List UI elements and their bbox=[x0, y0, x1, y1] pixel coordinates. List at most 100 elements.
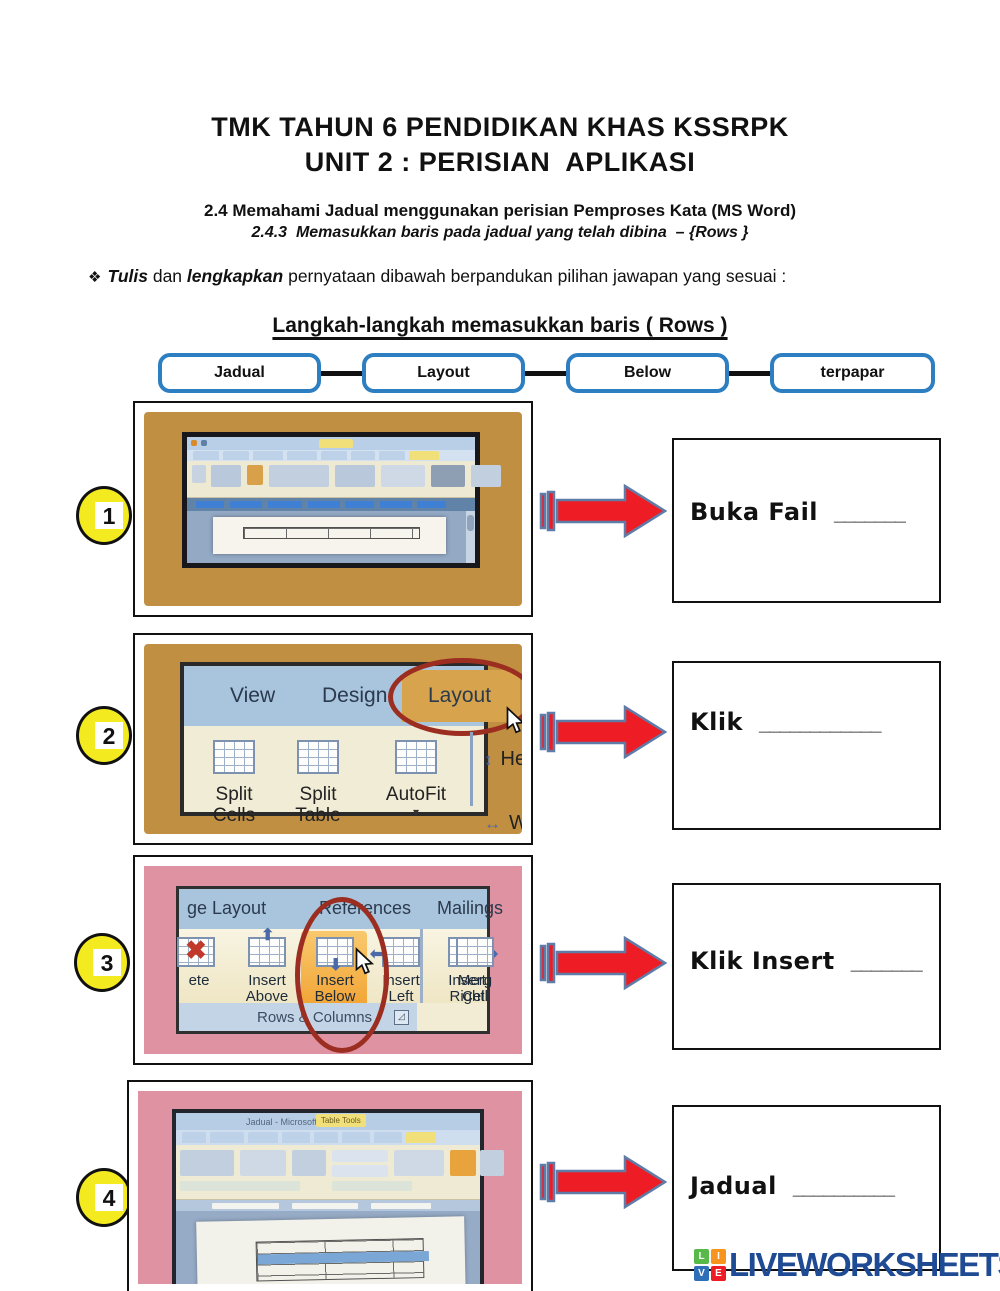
word-titlebar: Jadual - Microsoft Word Table Tools bbox=[176, 1113, 480, 1130]
width-label: Width bbox=[509, 812, 522, 834]
option-jadual: Jadual bbox=[158, 353, 321, 393]
ribbon-button-block bbox=[381, 465, 425, 487]
logo-square-i: I bbox=[711, 1249, 726, 1264]
titlebar-text: Jadual - Microsoft Word bbox=[246, 1117, 341, 1127]
tab-block bbox=[248, 1132, 278, 1143]
tab-block bbox=[182, 1132, 206, 1143]
text-chip bbox=[345, 501, 375, 508]
answer-3-caption: Klik Insert bbox=[690, 947, 835, 975]
ribbon-button-block bbox=[269, 465, 329, 487]
merge-cells-label: Merg Cell bbox=[457, 972, 493, 1005]
delete-table-icon: ✖ bbox=[177, 935, 215, 967]
step-1-photo bbox=[144, 412, 522, 606]
tab-block bbox=[351, 451, 375, 460]
option-terpapar: terpapar bbox=[770, 353, 935, 393]
step-4-number: 4 bbox=[95, 1184, 123, 1211]
liveworksheets-squares-icon: L I V E bbox=[694, 1249, 726, 1281]
scrollbar bbox=[466, 511, 475, 563]
tab-block bbox=[342, 1132, 370, 1143]
ribbon-button-block bbox=[394, 1150, 444, 1176]
answer-blank-3[interactable]: _______ bbox=[850, 952, 923, 974]
ribbon-button-block bbox=[332, 1150, 388, 1162]
red-circle-annotation bbox=[295, 897, 389, 1053]
tab-view: View bbox=[230, 684, 276, 707]
red-circle-annotation bbox=[388, 658, 522, 736]
instruction-mid: dan bbox=[147, 266, 187, 286]
logo-square-e: E bbox=[711, 1266, 726, 1281]
merge-cells-button: Merg Cell bbox=[443, 937, 507, 1005]
step-2-number-badge: 2 bbox=[76, 706, 132, 765]
answer-box-3: Klik Insert _______ bbox=[672, 883, 941, 1050]
logo-square-l: L bbox=[694, 1249, 709, 1264]
autofit-icon bbox=[395, 740, 437, 774]
option-connector bbox=[525, 370, 566, 376]
table-tools-chip bbox=[319, 439, 354, 448]
subtitle-line1: 2.4 Memahami Jadual menggunakan perisian… bbox=[203, 201, 797, 220]
tab-block bbox=[210, 1132, 244, 1143]
quick-access-icon bbox=[201, 440, 207, 446]
autofit-button: AutoFit ▾ bbox=[374, 740, 458, 819]
step-2-photo: View Design Layout Split Cells Split Tab… bbox=[144, 644, 522, 834]
text-chip bbox=[307, 501, 340, 508]
word-window: Jadual - Microsoft Word Table Tools bbox=[172, 1109, 504, 1284]
merge-cells-icon bbox=[456, 937, 494, 967]
answer-blank-1[interactable]: _______ bbox=[834, 503, 906, 525]
ribbon-button-block bbox=[180, 1150, 234, 1176]
ribbon-button-block bbox=[292, 1150, 326, 1176]
red-arrow-icon bbox=[539, 1154, 668, 1210]
document-page bbox=[196, 1215, 466, 1284]
subtitle-line2: 2.4.3 Memasukkan baris pada jadual yang … bbox=[251, 224, 749, 241]
word-titlebar bbox=[187, 437, 475, 450]
insert-above-button: ⬆ Insert Above bbox=[235, 927, 299, 1005]
delete-x-icon: ✖ bbox=[185, 935, 207, 965]
logo-square-v: V bbox=[694, 1266, 709, 1281]
step-3-photo: ge Layout References Mailings ✖ ete ⬆ In… bbox=[144, 866, 522, 1054]
answer-2-caption: Klik bbox=[690, 708, 744, 736]
tab-design: Design bbox=[322, 684, 388, 707]
instruction-bold-tulis: Tulis bbox=[107, 266, 148, 286]
step-4-number-badge: 4 bbox=[76, 1168, 132, 1227]
scrollbar-thumb bbox=[467, 515, 474, 531]
step-4-photo: Jadual - Microsoft Word Table Tools bbox=[138, 1091, 522, 1284]
tab-block bbox=[287, 451, 317, 460]
word-table bbox=[243, 527, 421, 540]
ribbon-buttons bbox=[187, 461, 501, 498]
ribbon-closeup: View Design Layout Split Cells Split Tab… bbox=[180, 658, 522, 834]
dialog-launcher-icon: ◿ bbox=[394, 1010, 409, 1025]
answer-box-2: Klik ____________ bbox=[672, 661, 941, 830]
split-cells-label: Split Cells bbox=[212, 784, 256, 826]
ribbon-tab-strip bbox=[187, 450, 475, 461]
step-3-number: 3 bbox=[93, 949, 121, 976]
insert-above-icon: ⬆ bbox=[248, 927, 286, 967]
height-field: ↕ Heigh bbox=[484, 748, 522, 771]
ribbon-group-body: Split Cells Split Table AutoFit ▾ ↕ H bbox=[184, 726, 522, 834]
autofit-label: AutoFit bbox=[385, 784, 447, 805]
answer-blank-2[interactable]: ____________ bbox=[759, 713, 881, 735]
ribbon-group-label-block bbox=[332, 1181, 412, 1191]
ribbon-tab-strip bbox=[176, 1130, 480, 1145]
word-bank: Jadual Layout Below terpapar bbox=[158, 352, 935, 394]
red-arrow-icon bbox=[539, 704, 668, 760]
up-arrow-icon: ⬆ bbox=[261, 927, 275, 944]
page-title-line1: TMK TAHUN 6 PENDIDIKAN KHAS KSSRPK bbox=[211, 112, 789, 142]
option-layout: Layout bbox=[362, 353, 525, 393]
word-table bbox=[255, 1237, 430, 1282]
answer-blank-4[interactable]: __________ bbox=[792, 1177, 895, 1199]
option-connector bbox=[729, 370, 770, 376]
step-3-number-badge: 3 bbox=[74, 933, 130, 992]
selected-row-highlight bbox=[257, 1250, 430, 1265]
red-arrow-icon bbox=[539, 483, 668, 539]
option-connector bbox=[321, 370, 362, 376]
liveworksheets-logo[interactable]: L I V E LIVEWORKSHEETS bbox=[694, 1246, 1000, 1284]
table-tools-chip: Table Tools bbox=[315, 1114, 366, 1127]
group-divider bbox=[470, 732, 473, 806]
answer-box-4: Jadual __________ bbox=[672, 1105, 941, 1271]
step-1-number-badge: 1 bbox=[76, 486, 132, 545]
split-cells-icon bbox=[213, 740, 255, 774]
red-arrow-icon bbox=[539, 935, 668, 991]
ribbon-button-block bbox=[335, 465, 375, 487]
text-chip bbox=[417, 501, 447, 508]
tab-block bbox=[379, 451, 405, 460]
step-2-screenshot-frame: View Design Layout Split Cells Split Tab… bbox=[133, 633, 533, 845]
